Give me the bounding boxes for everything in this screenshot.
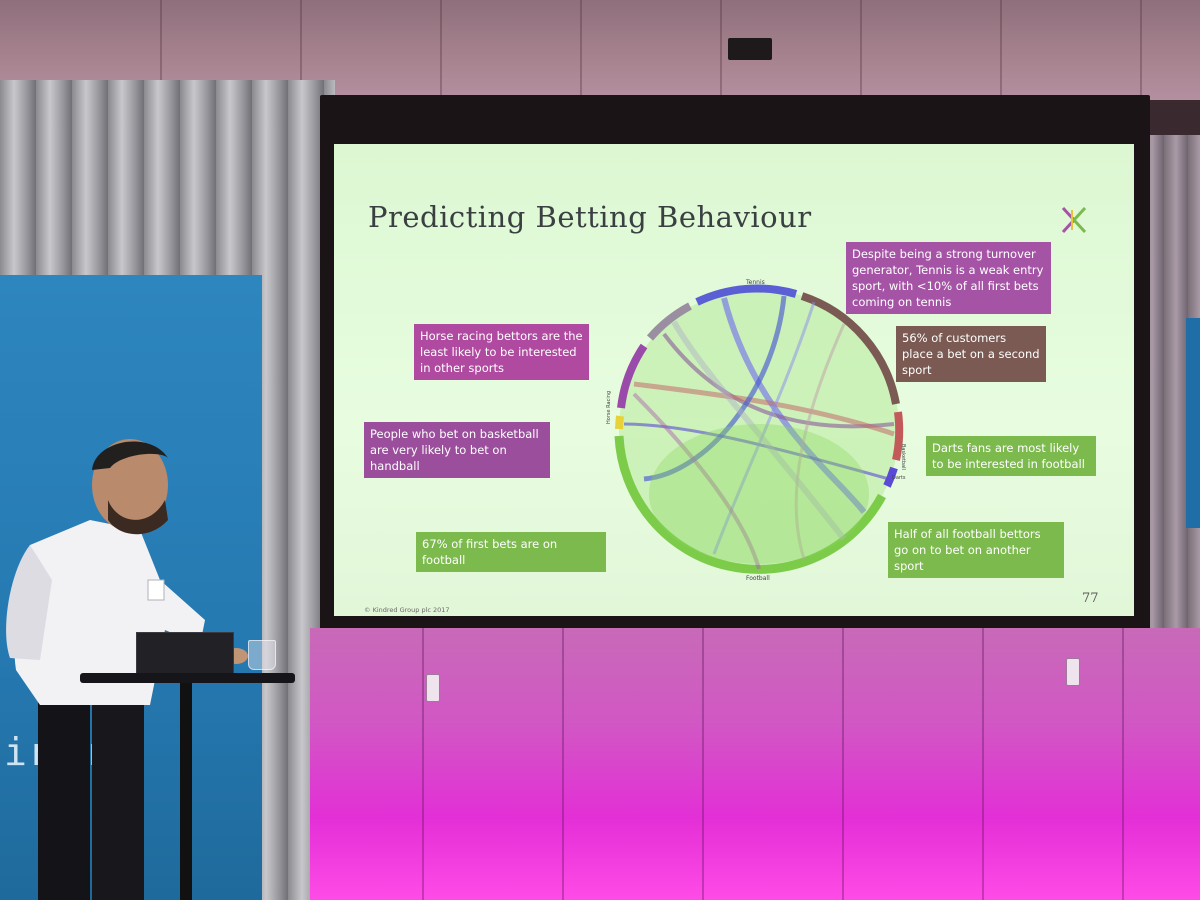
wall-switch xyxy=(1066,658,1080,686)
presentation-slide: Predicting Betting Behaviour Tennis Foot… xyxy=(334,144,1134,616)
chord-diagram: Tennis Football Basketball Darts Horse R… xyxy=(606,279,906,582)
podium-table xyxy=(80,673,295,683)
podium-table-leg xyxy=(180,683,192,900)
arc-horse xyxy=(617,343,648,409)
presenter xyxy=(6,439,248,900)
chord-label-darts: Darts xyxy=(892,475,906,481)
callout-horse-racing: Horse racing bettors are the least likel… xyxy=(414,324,589,380)
chord-label-football: Football xyxy=(746,575,770,582)
callout-second-sport: 56% of customers place a bet on a second… xyxy=(896,326,1046,382)
arc-tennis xyxy=(695,284,798,306)
ceiling-vent xyxy=(728,38,772,60)
arc-basketball xyxy=(892,411,904,461)
arc-grey xyxy=(646,302,692,341)
chord-label-basketball: Basketball xyxy=(900,444,906,470)
chord-label-horse-racing: Horse Racing xyxy=(606,391,612,424)
arc-yellow xyxy=(615,415,624,430)
right-banner xyxy=(1186,318,1200,528)
wall-switch xyxy=(426,674,440,702)
arc-darts xyxy=(883,466,898,488)
stage-wall-glow xyxy=(310,628,1200,900)
chord-label-tennis: Tennis xyxy=(745,279,765,286)
kindred-logo-icon xyxy=(1061,206,1087,234)
callout-basketball: People who bet on basketball are very li… xyxy=(364,422,550,478)
slide-page-number: 77 xyxy=(1082,591,1099,606)
callout-first-bets: 67% of first bets are on football xyxy=(416,532,606,572)
slide-footer: © Kindred Group plc 2017 xyxy=(364,606,450,614)
water-glass xyxy=(248,640,276,670)
arc-football xyxy=(614,435,886,574)
callout-tennis: Despite being a strong turnover generato… xyxy=(846,242,1051,314)
callout-football-half: Half of all football bettors go on to be… xyxy=(888,522,1064,578)
arc-second xyxy=(800,292,900,405)
laptop xyxy=(136,632,234,678)
callout-darts: Darts fans are most likely to be interes… xyxy=(926,436,1096,476)
slide-title: Predicting Betting Behaviour xyxy=(368,200,812,234)
